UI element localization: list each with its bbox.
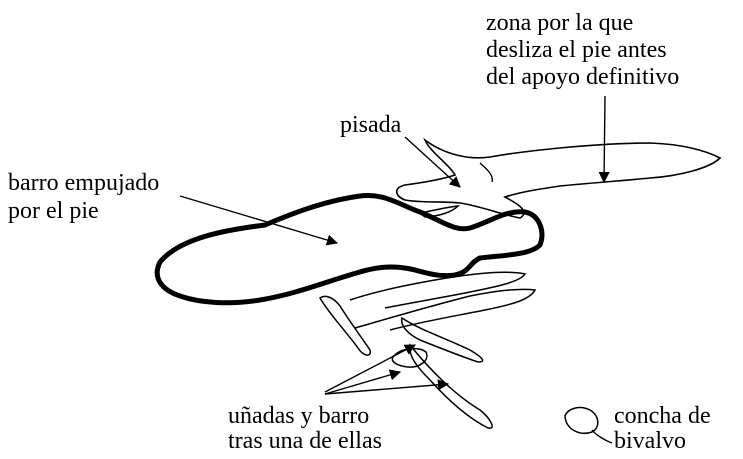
label-barro-line2: por el pie [8,198,99,224]
claw-mark-long-1 [402,318,483,362]
slide-zone-outline [397,140,720,218]
label-pisada: pisada [340,112,401,138]
label-zona-line2: desliza el pie antes [486,37,667,63]
label-unadas-line2: tras una de ellas [228,428,382,454]
arrow-zona [604,96,605,182]
bivalve-shell [565,408,598,434]
label-concha-line1: concha de [614,403,711,429]
label-zona-line1: zona por la que [486,10,633,36]
label-unadas-line1: uñadas y barro [228,403,369,429]
label-zona-line3: del apoyo definitivo [486,64,679,90]
label-barro-line1: barro empujado [8,170,159,196]
arrow-concha [592,430,612,443]
claw-mark-band [355,289,535,330]
pushed-mud-outline [157,196,542,303]
label-concha-line2: bivalvo [614,428,686,454]
pisada-inner-stroke [480,163,492,182]
